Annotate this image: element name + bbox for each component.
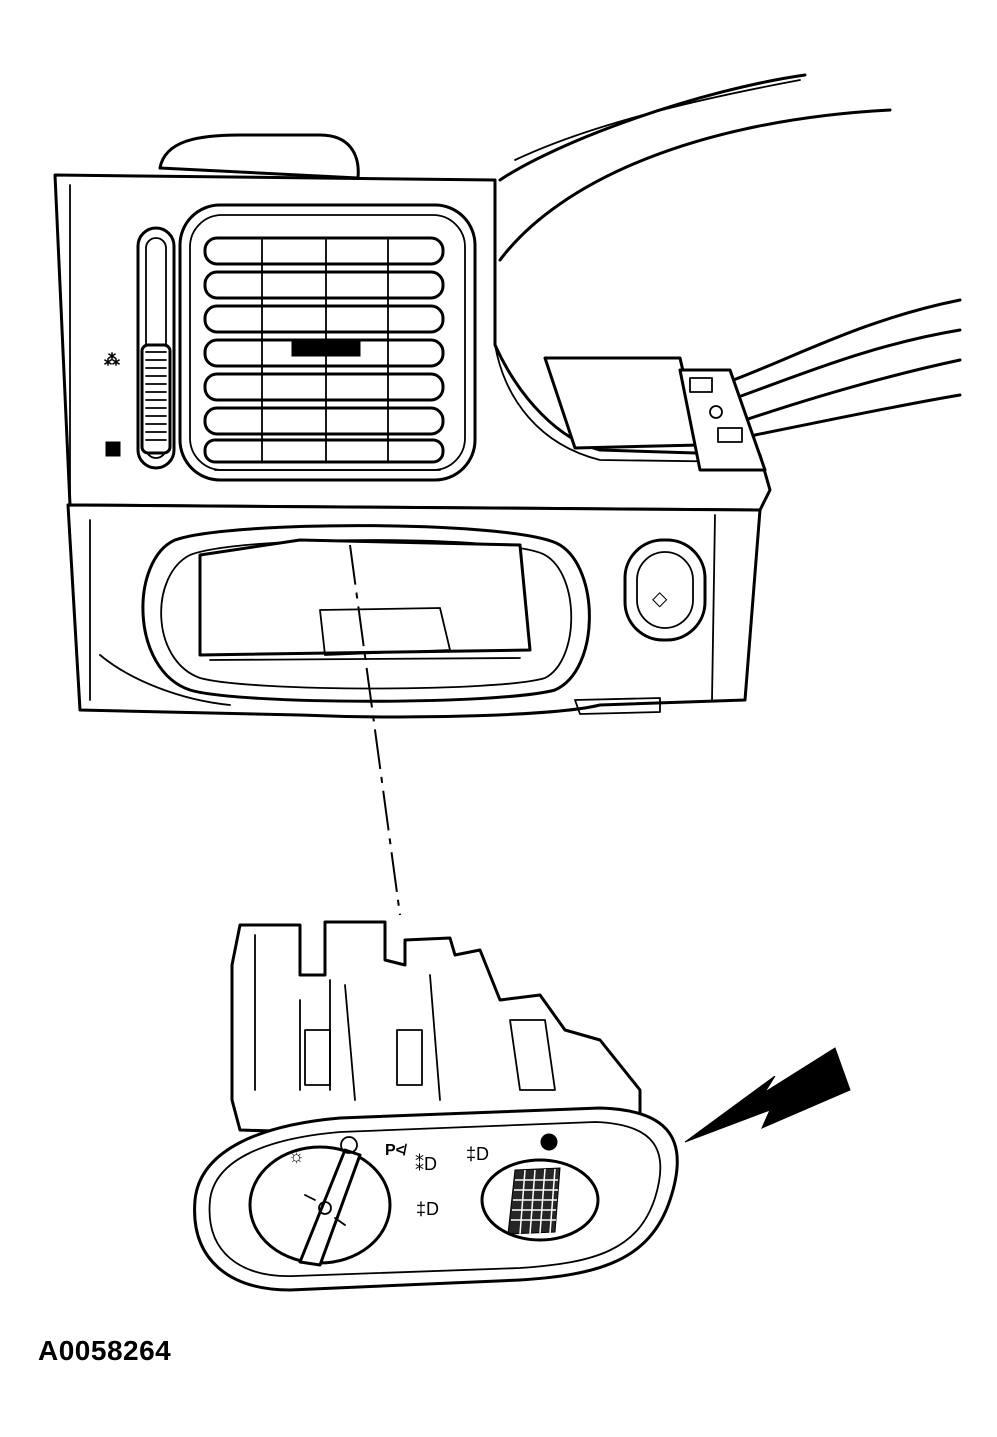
vent-slider: ⁂ xyxy=(104,226,176,470)
off-position-icon xyxy=(340,1136,358,1154)
switch-opening xyxy=(141,524,591,703)
panel-dimmer-wheel xyxy=(480,1158,600,1242)
headlamp-switch: ☼ P≮ ⁑D ‡D ‡D xyxy=(193,920,679,1292)
auto-lamp-icon: P≮ xyxy=(385,1142,407,1159)
headlamp-icon: ⁑D xyxy=(415,1154,437,1174)
mirror-icon: ◇ xyxy=(652,588,668,610)
alignment-line xyxy=(349,544,401,916)
figure-id-label: A0058264 xyxy=(38,1335,172,1366)
front-fog-lamp-icon: ‡D xyxy=(466,1144,489,1164)
mirror-switch: ◇ xyxy=(623,538,707,642)
light-rotary-knob xyxy=(248,1145,392,1267)
dimmer-indicator-icon xyxy=(540,1133,558,1151)
parking-lamp-icon: ☼ xyxy=(288,1146,305,1166)
air-vent xyxy=(178,203,477,482)
heat-symbol-icon: ⁂ xyxy=(104,351,120,369)
instrument-panel-section: ⁂ xyxy=(53,73,962,719)
symbol-row: ☼ P≮ ⁑D ‡D ‡D xyxy=(288,1133,558,1219)
rear-fog-lamp-icon: ‡D xyxy=(416,1199,439,1219)
view-direction-arrow-icon xyxy=(684,1047,851,1143)
